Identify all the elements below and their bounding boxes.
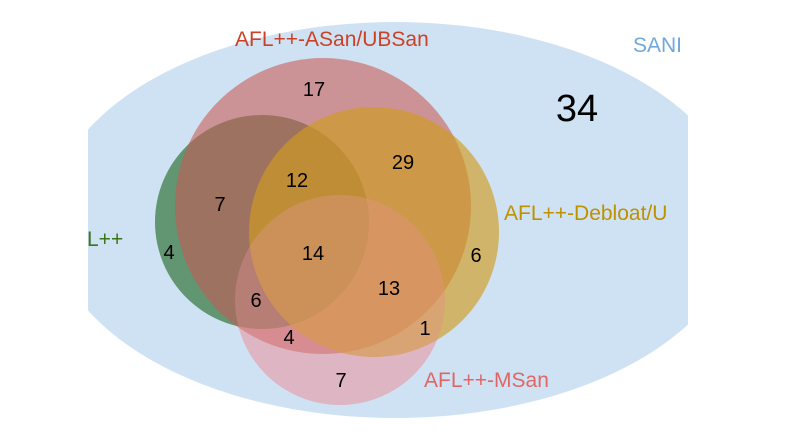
aflpp-label: L++	[87, 228, 123, 251]
count-asan-debloat-msan: 13	[378, 278, 400, 300]
count-sand-only: 34	[556, 88, 598, 130]
debloat-label: AFL++-Debloat/U	[504, 202, 667, 225]
count-aflpp-asan-msan: 6	[250, 290, 261, 312]
count-aflpp-asan-debloat: 12	[286, 170, 308, 192]
count-debloat-only: 6	[470, 245, 481, 267]
set-labels: SANI L++ AFL++-ASan/UBSan AFL++-Debloat/…	[87, 28, 682, 392]
count-aflpp-only: 4	[163, 242, 174, 264]
venn-shapes	[88, 22, 688, 418]
msan-label: AFL++-MSan	[424, 369, 549, 392]
debloat-circle	[249, 107, 499, 357]
count-debloat-msan: 1	[419, 318, 430, 340]
count-msan-only: 7	[335, 370, 346, 392]
asan-label: AFL++-ASan/UBSan	[235, 28, 429, 51]
count-asan-debloat: 29	[392, 152, 414, 174]
sand-label: SANI	[633, 34, 682, 57]
count-asan-msan: 4	[283, 327, 294, 349]
count-aflpp-asan: 7	[214, 194, 225, 216]
region-counts: 34 17 7 12 29 4 14 13 6 6 4 1 7	[163, 79, 598, 392]
count-asan-only: 17	[303, 79, 325, 101]
msan-overlay-circle	[235, 195, 445, 405]
count-all-four: 14	[302, 243, 324, 265]
